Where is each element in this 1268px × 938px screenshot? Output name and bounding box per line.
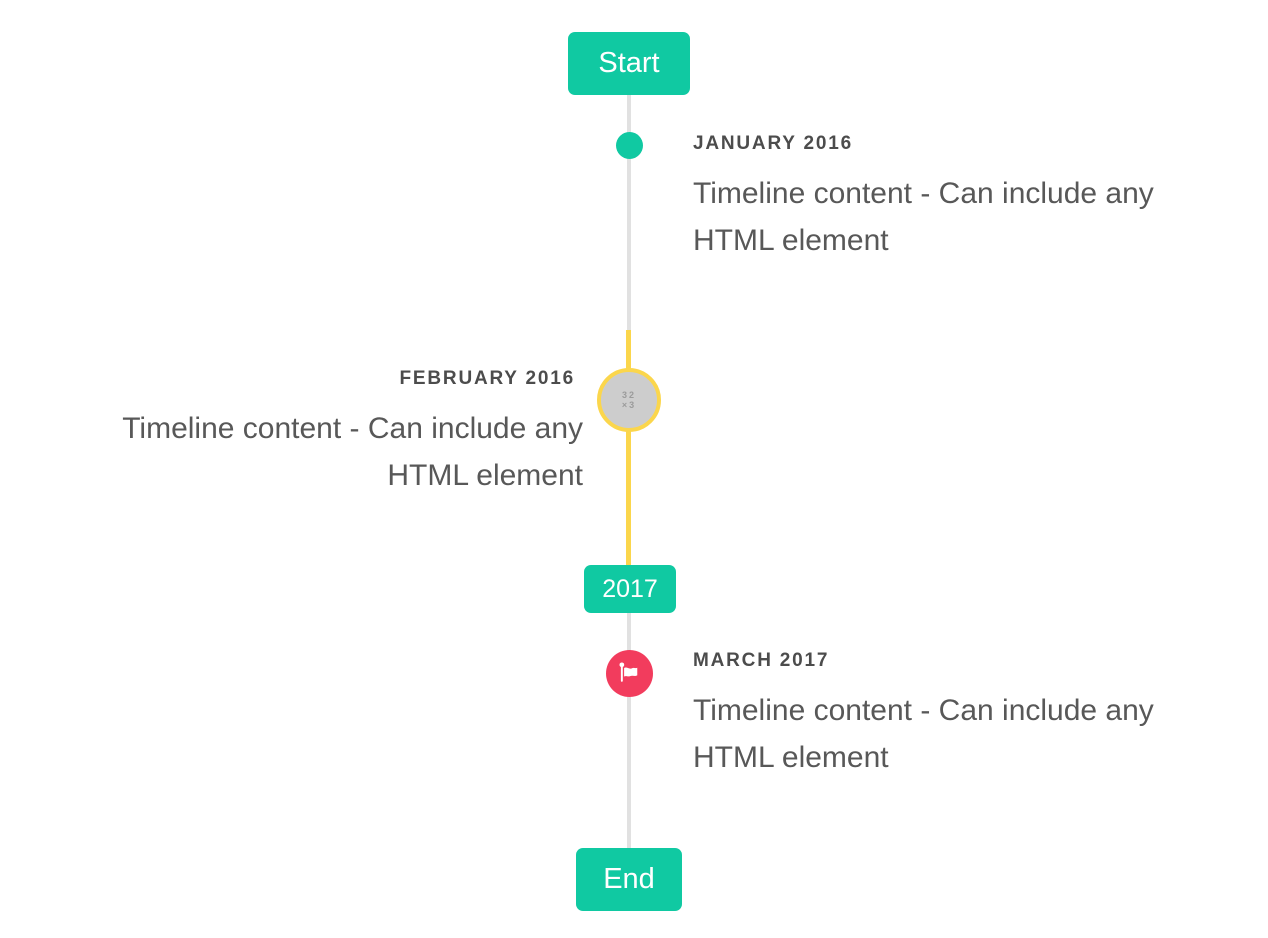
timeline-event-february-2016: FEBRUARY 2016 Timeline content - Can inc… [55, 367, 583, 499]
timeline-start-badge: Start [568, 32, 690, 95]
timeline-highlight-segment [626, 330, 631, 567]
event-title: FEBRUARY 2016 [399, 368, 575, 389]
event-content: Timeline content - Can include any HTML … [693, 177, 1154, 257]
event-marker-flag[interactable] [606, 650, 653, 697]
timeline-year-badge: 2017 [584, 565, 676, 613]
event-title: JANUARY 2016 [693, 133, 853, 154]
timeline-end-badge: End [576, 848, 682, 911]
event-marker-selected[interactable]: 32 ×3 [597, 368, 661, 432]
broken-image-placeholder: 32 ×3 [621, 390, 637, 410]
flag-icon [619, 662, 638, 682]
event-title: MARCH 2017 [693, 650, 830, 671]
timeline-event-january-2016: JANUARY 2016 Timeline content - Can incl… [693, 132, 1221, 264]
event-content: Timeline content - Can include any HTML … [122, 412, 583, 492]
event-marker-dot[interactable] [616, 132, 643, 159]
event-content: Timeline content - Can include any HTML … [693, 694, 1154, 774]
timeline-event-march-2017: MARCH 2017 Timeline content - Can includ… [693, 649, 1221, 781]
